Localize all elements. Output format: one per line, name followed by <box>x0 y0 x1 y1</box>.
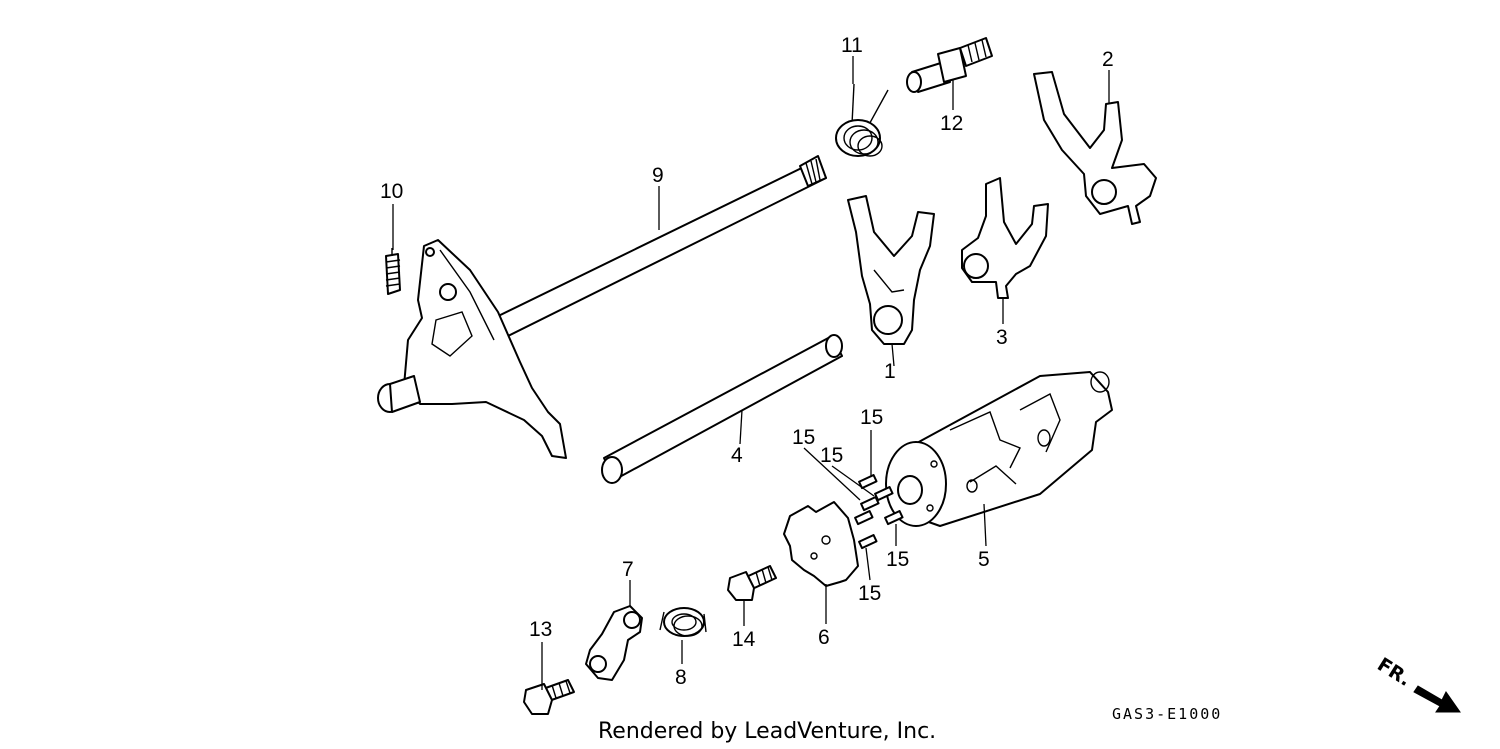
front-label: FR. <box>1373 654 1414 691</box>
callout-8: 8 <box>675 666 687 689</box>
callout-15-right: 15 <box>886 548 909 571</box>
stopper-arm[interactable] <box>585 605 643 681</box>
leader-lines <box>392 56 1110 690</box>
render-credit: Rendered by LeadVenture, Inc. <box>598 719 936 744</box>
callout-14: 14 <box>732 628 756 651</box>
callout-15-left: 15 <box>792 426 815 449</box>
front-arrow-icon <box>1413 685 1461 713</box>
callout-3: 3 <box>996 326 1008 349</box>
stopper-spring[interactable] <box>659 607 707 637</box>
callout-5: 5 <box>978 548 990 571</box>
drawing-code: GAS3-E1000 <box>1112 705 1222 723</box>
callout-9: 9 <box>652 164 664 187</box>
callout-10: 10 <box>380 180 403 203</box>
callout-11: 11 <box>841 34 863 57</box>
callout-13: 13 <box>529 618 552 641</box>
gearshift-spindle[interactable] <box>377 155 827 459</box>
drum-center-plate[interactable] <box>783 501 859 587</box>
callout-4: 4 <box>731 444 743 467</box>
stopper-pin-bolt[interactable] <box>906 37 993 93</box>
callout-15-bottom: 15 <box>858 582 881 605</box>
fork-shaft[interactable] <box>601 334 843 484</box>
front-direction-indicator: FR. <box>1373 654 1461 713</box>
callout-1: 1 <box>884 360 896 383</box>
callout-7: 7 <box>622 558 634 581</box>
callout-labels: 1 2 3 4 5 6 7 8 9 10 11 12 13 14 15 15 1… <box>380 34 1114 689</box>
center-bolt[interactable] <box>727 565 777 601</box>
shift-fork-right[interactable] <box>1033 71 1157 225</box>
callout-15-top: 15 <box>860 406 883 429</box>
callout-12: 12 <box>940 112 963 135</box>
shift-fork-left[interactable] <box>847 195 935 345</box>
torsion-spring[interactable] <box>835 83 889 157</box>
drum-pins[interactable] <box>854 473 904 550</box>
callout-2: 2 <box>1102 48 1114 71</box>
shift-fork-center[interactable] <box>961 177 1049 299</box>
shift-drum[interactable] <box>885 371 1113 527</box>
arm-spring[interactable] <box>385 248 401 295</box>
callout-15-mid: 15 <box>820 444 843 467</box>
stopper-bolt[interactable] <box>523 679 575 715</box>
callout-6: 6 <box>818 626 830 649</box>
